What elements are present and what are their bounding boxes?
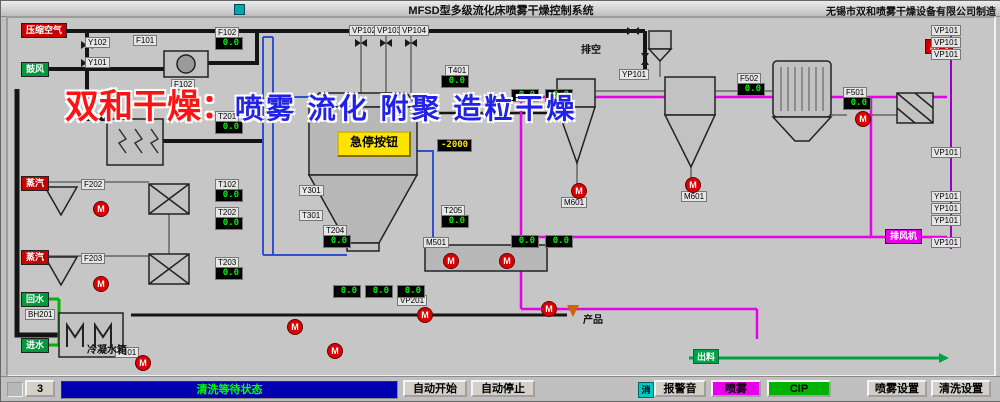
- motor-icon[interactable]: M: [541, 301, 557, 317]
- instrument-tag: F203: [81, 253, 106, 264]
- instrument-tag: YP101: [619, 69, 650, 80]
- motor-icon[interactable]: M: [499, 253, 515, 269]
- stream-pill: 鼓风: [21, 62, 50, 77]
- value-readout: -2000: [437, 139, 473, 152]
- motor-icon[interactable]: M: [417, 307, 433, 323]
- value-readout: 0.0: [215, 121, 243, 134]
- manufacturer-label: 无锡市双和喷雾干燥设备有限公司制造: [826, 7, 996, 18]
- text-label: 出料: [693, 349, 720, 364]
- instrument-tag: Y301: [299, 185, 324, 196]
- stream-pill: 排风机: [885, 229, 923, 244]
- instrument-tag: F101: [133, 35, 158, 46]
- instrument-tag: VP101: [931, 147, 962, 158]
- motor-icon[interactable]: M: [443, 253, 459, 269]
- instrument-tag: M601: [561, 197, 588, 208]
- spray-mode-button[interactable]: 喷雾: [711, 380, 761, 397]
- instrument-tag: Y102: [85, 37, 110, 48]
- instrument-tag: T301: [299, 210, 324, 221]
- value-readout: 0.0: [215, 189, 243, 202]
- stream-pill: 蒸汽: [21, 176, 50, 191]
- stream-pill: 进水: [21, 338, 50, 353]
- value-readout: 0.0: [545, 235, 573, 248]
- text-label: 产品: [583, 315, 603, 326]
- page-title: MFSD型多级流化床喷雾干燥控制系统: [408, 5, 594, 17]
- motor-icon[interactable]: M: [135, 355, 151, 371]
- text-label: 冷凝水箱: [87, 345, 127, 356]
- value-readout: 0.0: [511, 235, 539, 248]
- motor-icon[interactable]: M: [855, 111, 871, 127]
- alarm-sound-button[interactable]: 报警音: [654, 380, 706, 397]
- bottom-bar: 3 清洗等待状态 自动开始 自动停止 消 报警音 喷雾 CIP 喷雾设置 清洗设…: [1, 376, 1000, 401]
- status-bar: 清洗等待状态: [61, 381, 398, 399]
- text-label: 排空: [581, 45, 601, 56]
- instrument-tag: BH201: [25, 309, 56, 320]
- spray-settings-button[interactable]: 喷雾设置: [867, 380, 927, 397]
- auto-stop-button[interactable]: 自动停止: [471, 380, 535, 397]
- cip-mode-button[interactable]: CIP: [767, 380, 831, 397]
- instrument-tag: F102: [171, 79, 196, 90]
- stream-pill: 压缩空气: [21, 23, 68, 38]
- emergency-stop-button[interactable]: 急停按钮: [337, 131, 411, 157]
- mute-alarm-icon[interactable]: 消: [638, 382, 654, 398]
- motor-icon[interactable]: M: [93, 201, 109, 217]
- value-readout: 0.0: [333, 285, 361, 298]
- instrument-tag: YP101: [931, 203, 962, 214]
- indicator-cell: [7, 382, 23, 397]
- clean-settings-button[interactable]: 清洗设置: [931, 380, 991, 397]
- value-readout: 0.0: [215, 217, 243, 230]
- stream-pill: 回水: [21, 292, 50, 307]
- instrument-tag: VP101: [931, 37, 962, 48]
- value-readout: 0.0: [545, 89, 573, 102]
- motor-icon[interactable]: M: [93, 276, 109, 292]
- value-readout: 0.0: [737, 83, 765, 96]
- value-readout: 0.0: [365, 285, 393, 298]
- stream-pill: 蒸汽: [21, 250, 50, 265]
- value-readout: 0.0: [511, 89, 539, 102]
- instrument-tag: VP101: [931, 49, 962, 60]
- auto-start-button[interactable]: 自动开始: [403, 380, 467, 397]
- motor-icon[interactable]: M: [571, 183, 587, 199]
- instrument-tag: VP101: [931, 25, 962, 36]
- motor-icon[interactable]: M: [685, 177, 701, 193]
- instrument-tag: YP101: [931, 215, 962, 226]
- value-readout: 0.0: [397, 285, 425, 298]
- instrument-tag: VP104: [399, 25, 430, 36]
- instrument-tag: Y101: [85, 57, 110, 68]
- status-square-icon: [234, 4, 245, 15]
- instrument-tag: M501: [423, 237, 450, 248]
- instrument-tag: VP101: [931, 237, 962, 248]
- motor-icon[interactable]: M: [327, 343, 343, 359]
- value-readout: 0.0: [441, 75, 469, 88]
- instrument-tag: F101: [115, 347, 140, 358]
- instrument-tag: F202: [81, 179, 106, 190]
- instrument-tag: YP101: [931, 191, 962, 202]
- counter-button[interactable]: 3: [25, 380, 55, 397]
- value-readout: 0.0: [843, 97, 871, 110]
- value-readout: 0.0: [323, 235, 351, 248]
- motor-icon[interactable]: M: [287, 319, 303, 335]
- value-readout: 0.0: [215, 267, 243, 280]
- value-readout: 0.0: [441, 215, 469, 228]
- value-readout: 0.0: [215, 37, 243, 50]
